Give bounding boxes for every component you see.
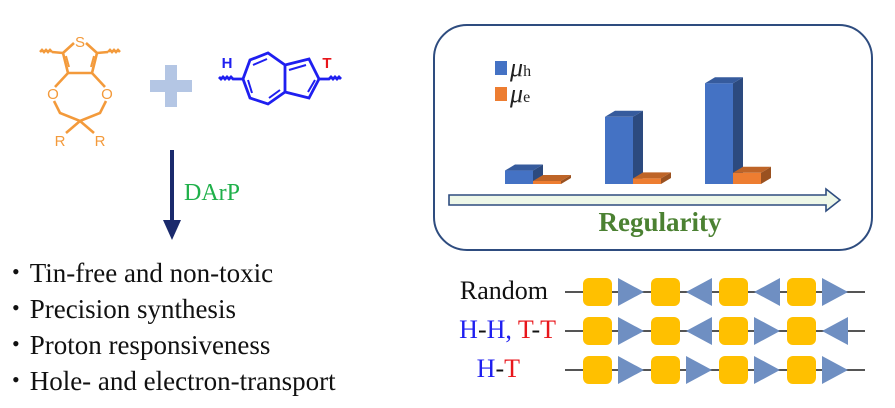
bar-side <box>761 166 771 184</box>
bar-side <box>661 172 671 184</box>
thiophene-unit-square <box>719 356 748 384</box>
sequence-label-part: T <box>511 315 532 344</box>
feature-item: Tin-free and non-toxic <box>12 256 336 292</box>
sequence-label-part: T <box>504 354 520 383</box>
bar-front <box>533 181 561 184</box>
thiophene-unit-square <box>651 278 680 306</box>
bar-top <box>633 172 671 179</box>
bar-front <box>505 170 533 184</box>
azulene-unit-triangle-right <box>754 317 780 345</box>
bar-side <box>561 175 571 184</box>
thiophene-unit-square <box>583 317 612 345</box>
substituent-r-left: R <box>55 133 66 150</box>
legend-subscript: h <box>523 63 532 80</box>
legend-subscript: e <box>523 89 531 106</box>
reaction-arrow-icon <box>163 150 181 240</box>
monomer-azulene-structure: H T <box>218 51 342 106</box>
bar-front <box>705 83 733 184</box>
bar-e-2 <box>733 166 771 184</box>
thiophene-unit-square <box>787 317 816 345</box>
azulene-unit-triangle-right <box>822 278 848 306</box>
sequence-chain <box>565 278 865 306</box>
thiophene-unit-square <box>719 317 748 345</box>
bar-top <box>533 175 571 181</box>
thiophene-unit-square <box>787 356 816 384</box>
atom-oxygen-right: O <box>101 86 113 103</box>
sequence-label-part: - <box>531 315 541 344</box>
feature-list: Tin-free and non-toxic Precision synthes… <box>12 256 336 400</box>
sequence-label-part: Random <box>459 276 548 305</box>
thiophene-unit-square <box>651 317 680 345</box>
thiophene-unit-square <box>787 278 816 306</box>
thiophene-unit-square <box>651 356 680 384</box>
legend-symbol: μ <box>510 53 524 82</box>
sequence-label-part: - <box>495 354 505 383</box>
azulene-unit-triangle-right <box>618 356 644 384</box>
thiophene-unit-square <box>719 278 748 306</box>
sequence-chain <box>565 356 865 384</box>
sequence-label-part: H, <box>486 315 512 344</box>
legend-swatch-electron <box>495 87 507 101</box>
bar-top <box>705 77 743 84</box>
legend-symbol: μ <box>510 79 524 108</box>
mobility-chart-panel <box>433 24 873 251</box>
azulene-unit-triangle-right <box>618 278 644 306</box>
plus-icon <box>150 65 192 107</box>
sequence-chain <box>565 317 865 345</box>
azulene-unit-triangle-left <box>822 317 848 345</box>
bar-side <box>633 110 643 184</box>
azulene-unit-triangle-left <box>754 278 780 306</box>
reaction-label: DArP <box>184 180 241 206</box>
bar-front <box>733 172 761 184</box>
thiophene-unit-square <box>583 356 612 384</box>
legend-item-electron: μe <box>495 79 531 108</box>
atom-sulfur: S <box>75 34 85 51</box>
x-axis-label: Regularity <box>598 207 722 237</box>
regularity-arrow-icon <box>448 187 842 213</box>
legend-swatch-hole <box>495 61 507 75</box>
azulene-unit-triangle-right <box>822 356 848 384</box>
sequence-label-part: T <box>540 315 556 344</box>
chart-legend: μh μe <box>495 53 532 108</box>
legend-item-hole: μh <box>495 53 532 82</box>
sequence-label-part: H <box>476 354 496 383</box>
tail-label: T <box>322 55 331 72</box>
substituent-r-right: R <box>95 133 106 150</box>
azulene-unit-triangle-left <box>686 317 712 345</box>
azulene-unit-triangle-right <box>686 356 712 384</box>
bar-front <box>605 116 633 184</box>
bar-top <box>605 110 643 117</box>
azulene-unit-triangle-right <box>618 317 644 345</box>
mobility-bar-chart <box>448 77 842 213</box>
feature-item: Precision synthesis <box>12 292 336 328</box>
feature-item: Hole- and electron-transport <box>12 364 336 400</box>
bar-e-0 <box>533 175 571 184</box>
thiophene-unit-square <box>583 278 612 306</box>
bar-e-1 <box>633 172 671 184</box>
bar-h-1 <box>605 110 643 184</box>
bar-front <box>633 178 661 184</box>
bar-side <box>733 77 743 184</box>
sequence-label-part: H <box>459 315 478 344</box>
head-label: H <box>222 55 233 72</box>
sequence-label-part: - <box>477 315 487 344</box>
feature-item: Proton responsiveness <box>12 328 336 364</box>
sequence-label: H-H, T-T <box>459 315 556 345</box>
azulene-unit-triangle-left <box>686 278 712 306</box>
bar-h-2 <box>705 77 743 184</box>
atom-oxygen-left: O <box>47 86 59 103</box>
bar-top <box>733 166 771 173</box>
sequence-label: H-T <box>477 354 520 384</box>
sequence-label: Random <box>460 276 548 306</box>
monomer-thiophene-structure: S O O R R <box>39 34 121 150</box>
azulene-unit-triangle-right <box>754 356 780 384</box>
bar-top <box>505 164 543 171</box>
